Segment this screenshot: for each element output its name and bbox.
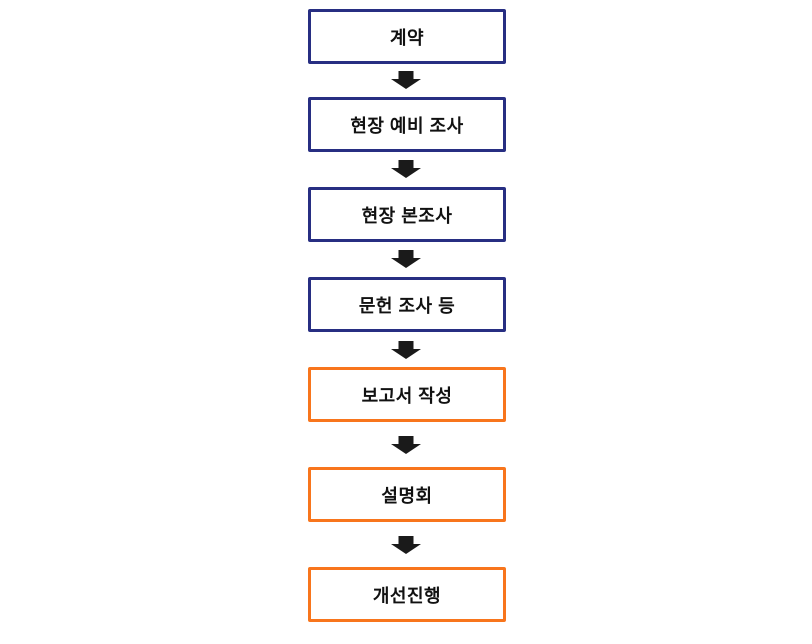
flow-step-label: 현장 예비 조사 xyxy=(350,115,464,136)
flow-step-site-preliminary-survey: 현장 예비 조사 xyxy=(308,97,506,152)
down-arrow-icon xyxy=(391,341,421,359)
flow-step-site-main-survey: 현장 본조사 xyxy=(308,187,506,242)
down-arrow-icon xyxy=(391,250,421,268)
flow-step-label: 설명회 xyxy=(381,485,433,506)
flow-step-improvement-progress: 개선진행 xyxy=(308,567,506,622)
down-arrow-icon xyxy=(391,71,421,89)
down-arrow-icon xyxy=(391,436,421,454)
down-arrow-icon xyxy=(391,536,421,554)
flow-step-label: 계약 xyxy=(389,27,425,48)
down-arrow-icon xyxy=(391,160,421,178)
flow-step-label: 현장 본조사 xyxy=(361,205,453,226)
flow-step-label: 문헌 조사 등 xyxy=(358,295,456,316)
flow-step-contract: 계약 xyxy=(308,9,506,64)
flow-step-briefing-session: 설명회 xyxy=(308,467,506,522)
flow-step-label: 개선진행 xyxy=(372,585,442,606)
flow-step-literature-survey: 문헌 조사 등 xyxy=(308,277,506,332)
flow-step-report-writing: 보고서 작성 xyxy=(308,367,506,422)
flow-step-label: 보고서 작성 xyxy=(361,385,453,406)
